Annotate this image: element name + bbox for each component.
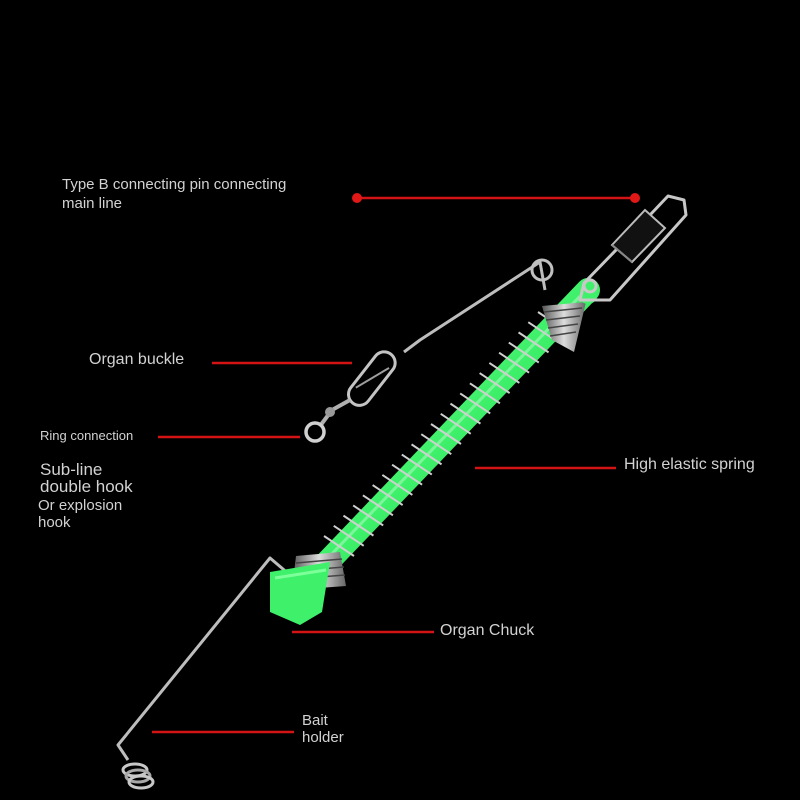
bait-holder-coil — [121, 762, 155, 790]
label-organ-chuck: Organ Chuck — [440, 622, 535, 639]
label-high-elastic-spring: High elastic spring — [624, 456, 755, 473]
spring-coil — [342, 514, 375, 537]
spring-coil — [420, 433, 452, 456]
label-bait-holder-line2: holder — [302, 729, 344, 746]
spring-coil — [469, 382, 501, 405]
spring-coil — [352, 504, 384, 527]
spring-coil — [430, 423, 462, 445]
spring-coil — [362, 494, 394, 517]
label-explosion-hook-line1: Or explosion — [38, 497, 123, 514]
high-elastic-spring-coils — [323, 311, 569, 557]
ring-connection — [304, 421, 326, 443]
label-type-b-pin-line1: Type B connecting pin connecting — [62, 176, 287, 193]
spring-tube — [306, 278, 600, 584]
label-explosion-hook-line2: hook — [38, 514, 71, 531]
pointer-dot-right — [630, 193, 640, 203]
label-sub-line-line2: double hook — [40, 477, 133, 496]
type-b-connecting-pin — [578, 194, 688, 302]
pointer-lines — [152, 193, 640, 734]
spring-coil — [401, 453, 433, 476]
bait-holder-wire — [116, 556, 291, 790]
pointer-dot-left — [352, 193, 362, 203]
label-type-b-pin-line2: main line — [62, 195, 123, 212]
label-sub-line-line1: Sub-line — [40, 460, 103, 479]
spring-coil — [508, 341, 540, 364]
label-organ-buckle: Organ buckle — [89, 351, 185, 368]
label-bait-holder-line1: Bait — [302, 712, 328, 729]
organ-chuck — [270, 562, 330, 625]
spring-coil — [381, 474, 413, 496]
wire-arm — [403, 258, 554, 354]
spring-coil — [440, 412, 472, 435]
spring-coil — [410, 443, 443, 466]
spring-coil — [449, 402, 482, 425]
spring-coil — [488, 362, 520, 384]
spring-coil — [372, 484, 404, 506]
spring-coil — [459, 392, 491, 415]
swivel — [318, 398, 351, 428]
spring-coil — [323, 535, 355, 557]
label-ring-connection: Ring connection — [40, 428, 134, 443]
spring-coil — [391, 463, 423, 486]
organ-buckle-clip — [347, 350, 397, 407]
spring-coil — [479, 372, 511, 394]
spring-coil — [498, 351, 530, 374]
spring-coil — [517, 331, 550, 354]
spring-coil — [333, 524, 365, 547]
